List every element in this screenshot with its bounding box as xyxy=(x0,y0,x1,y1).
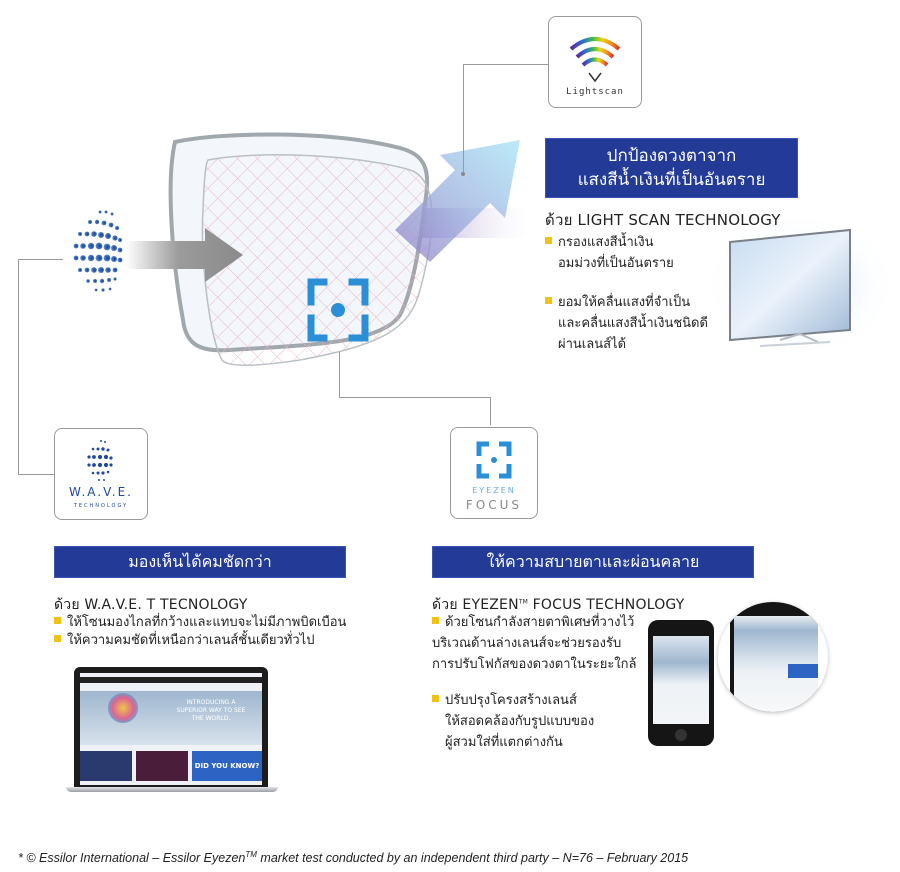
bullet-text: ให้สอดคล้องกับรูปแบบของ xyxy=(445,714,595,729)
bullet-text: และคลื่นแสงสีน้ำเงินชนิดดี xyxy=(558,316,708,331)
lightscan-banner-line1: ปกป้องดวงตาจาก xyxy=(606,146,737,166)
connector-wave-v xyxy=(18,259,19,474)
bullet-square-icon xyxy=(545,237,552,244)
eyezen-focus-target-icon xyxy=(307,278,369,342)
wave-sphere-icon xyxy=(87,440,113,481)
bullet-square-icon xyxy=(545,297,552,304)
eyezen-subtitle-suffix: FOCUS TECHNOLOGY xyxy=(528,597,685,613)
wave-subtitle: ด้วย W.A.V.E. T TECNOLOGY xyxy=(54,597,248,613)
eyezen-subtitle-prefix: ด้วย EYEZEN xyxy=(432,597,519,613)
wave-bullet-2: ให้ความคมชัดที่เหนือกว่าเลนส์ชั้นเดียวทั… xyxy=(54,630,314,651)
connector-eyezen-h xyxy=(339,397,490,398)
laptop-illustration: INTRODUCING A SUPERIOR WAY TO SEE THE WO… xyxy=(66,667,278,792)
lightscan-banner-line2: แสงสีน้ำเงินที่เป็นอันตราย xyxy=(577,170,766,190)
bullet-square-icon xyxy=(54,635,61,642)
wave-logo-subtext: TECHNOLOGY xyxy=(73,503,129,509)
phone-screen xyxy=(653,636,709,724)
laptop-screen: INTRODUCING A SUPERIOR WAY TO SEE THE WO… xyxy=(80,673,262,785)
bullet-text: บริเวณด้านล่างเลนส์จะช่วยรองรับ xyxy=(432,636,622,651)
bullet-square-icon xyxy=(54,617,61,624)
gray-arrow xyxy=(126,228,243,282)
tv-illustration xyxy=(700,210,900,360)
bullet-text: ให้ความคมชัดที่เหนือกว่าเลนส์ชั้นเดียวทั… xyxy=(67,633,315,648)
bullet-text: ผู้สวมใส่ที่แตกต่างกัน xyxy=(445,735,563,750)
lightscan-logo-card: Lightscan xyxy=(548,16,642,108)
eyezen-logo-text-bottom: FOCUS xyxy=(465,498,523,512)
lightscan-subtitle: ด้วย LIGHT SCAN TECHNOLOGY xyxy=(545,211,781,229)
blue-light-arrow xyxy=(395,140,520,262)
eyezen-subtitle: ด้วย EYEZENTM FOCUS TECHNOLOGY xyxy=(432,594,685,616)
bullet-text: ยอมให้คลื่นแสงที่จำเป็น xyxy=(558,295,691,310)
connector-lightscan-v xyxy=(463,64,464,174)
eyezen-bullet-2: ปรับปรุงโครงสร้างเลนส์ ให้สอดคล้องกับรูป… xyxy=(432,690,594,753)
eyezen-logo-card: EYEZEN FOCUS xyxy=(450,427,538,519)
bullet-text: การปรับโฟกัสของดวงตาในระยะใกล้ xyxy=(432,657,637,672)
bullet-text: ปรับปรุงโครงสร้างเลนส์ xyxy=(445,693,577,708)
footer-tm: TM xyxy=(245,850,257,859)
connector-lightscan-dot xyxy=(461,172,465,176)
bullet-text: ให้โซนมองไกลที่กว้างและแทบจะไม่มีภาพบิดเ… xyxy=(67,615,347,630)
wave-dot-sphere-icon xyxy=(73,210,123,292)
laptop-base xyxy=(66,787,278,792)
eyezen-bullet-1: ด้วยโซนกำลังสายตาพิเศษที่วางไว้ บริเวณด้… xyxy=(432,612,637,675)
connector-eyezen-v2 xyxy=(490,397,491,425)
connector-wave-h xyxy=(18,259,63,260)
lightscan-rainbow-icon xyxy=(569,37,621,83)
wave-bullet-1: ให้โซนมองไกลที่กว้างและแทบจะไม่มีภาพบิดเ… xyxy=(54,612,346,633)
bullet-text: ผ่านเลนส์ได้ xyxy=(558,337,627,352)
laptop-tile-text: DID YOU KNOW? xyxy=(192,751,262,781)
eyezen-logo-text-top: EYEZEN xyxy=(472,486,516,495)
eyezen-focus-logo-icon xyxy=(476,441,512,479)
footer-suffix: market test conducted by an independent … xyxy=(256,851,689,866)
phone-illustration xyxy=(648,620,714,746)
connector-lightscan-h xyxy=(463,64,548,65)
bullet-text: ด้วยโซนกำลังสายตาพิเศษที่วางไว้ xyxy=(445,615,635,630)
lens-illustration xyxy=(73,132,540,366)
wave-logo-text: W.A.V.E. xyxy=(69,485,133,499)
connector-eyezen-v1 xyxy=(339,352,340,398)
footer-disclaimer: * © Essilor International – Essilor Eyez… xyxy=(18,850,688,865)
footer-prefix: * © Essilor International – Essilor Eyez… xyxy=(18,851,246,866)
wave-logo-card: W.A.V.E. TECHNOLOGY xyxy=(54,428,148,520)
bullet-square-icon xyxy=(432,695,439,702)
eyezen-subtitle-tm: TM xyxy=(518,598,529,606)
phone-home-button[interactable] xyxy=(675,729,687,741)
wave-banner: มองเห็นได้คมชัดกว่า xyxy=(54,546,346,578)
magnifier-circle xyxy=(718,602,828,712)
connector-wave-h2 xyxy=(18,474,54,475)
eyezen-banner: ให้ความสบายตาและผ่อนคลาย xyxy=(432,546,754,578)
lightscan-banner: ปกป้องดวงตาจาก แสงสีน้ำเงินที่เป็นอันตรา… xyxy=(545,138,798,198)
lightscan-logo-text: Lightscan xyxy=(566,87,624,97)
lightscan-bullet-2: ยอมให้คลื่นแสงที่จำเป็น และคลื่นแสงสีน้ำ… xyxy=(545,292,708,355)
bullet-square-icon xyxy=(432,617,439,624)
bullet-text: อมม่วงที่เป็นอันตราย xyxy=(558,256,674,271)
lens-front xyxy=(201,154,433,366)
lightscan-bullet-1: กรองแสงสีน้ำเงิน อมม่วงที่เป็นอันตราย xyxy=(545,232,674,274)
bullet-text: กรองแสงสีน้ำเงิน xyxy=(558,235,654,250)
laptop-screen-headline: INTRODUCING A SUPERIOR WAY TO SEE THE WO… xyxy=(176,699,246,722)
